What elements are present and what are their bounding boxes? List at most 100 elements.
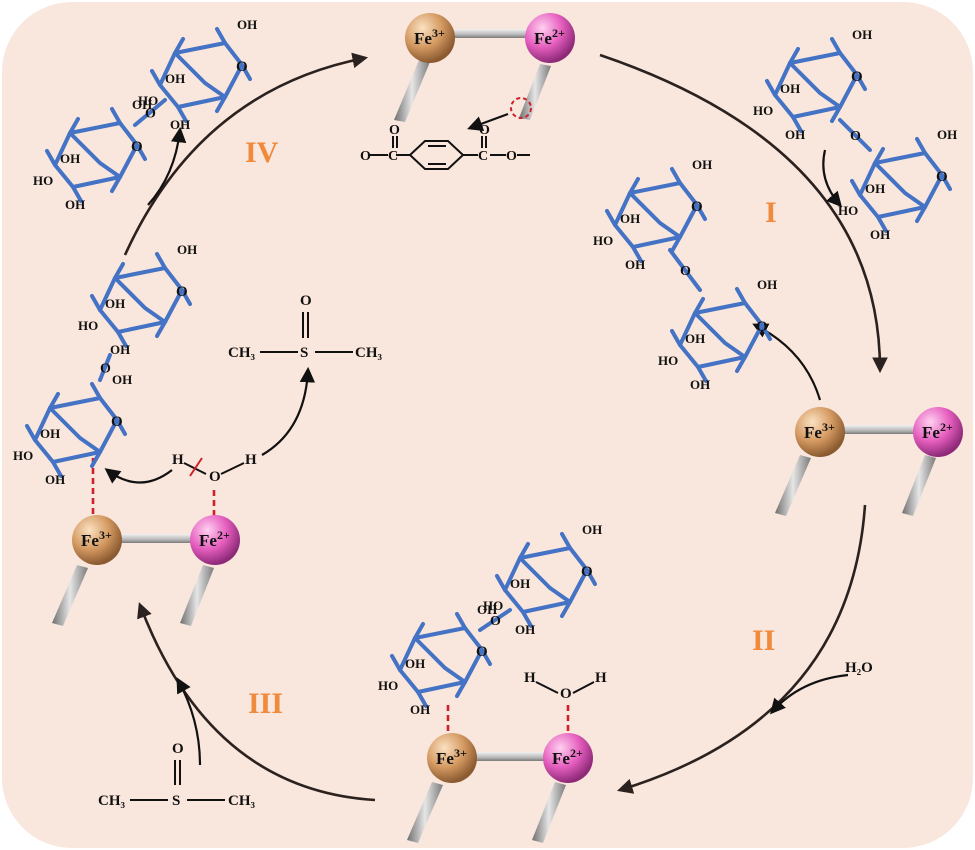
svg-text:OH: OH	[870, 227, 890, 242]
svg-text:S: S	[300, 345, 308, 361]
svg-text:OH: OH	[785, 127, 805, 142]
svg-text:OH: OH	[105, 296, 125, 311]
fe3-sphere-icon	[405, 13, 455, 63]
svg-text:S: S	[172, 793, 180, 809]
svg-text:O: O	[131, 139, 143, 155]
svg-text:O: O	[172, 741, 184, 757]
cleavage-site-marker	[510, 97, 532, 119]
arrow-top-right-sugar	[822, 149, 843, 208]
svg-text:H: H	[524, 670, 536, 686]
svg-text:O: O	[389, 123, 400, 138]
svg-text:Fe3+: Fe3+	[414, 26, 445, 48]
svg-text:OH: OH	[692, 157, 712, 172]
glucose-ring-icon: O HO OH OH OH	[13, 372, 132, 487]
svg-text:CH₃: CH₃	[98, 793, 126, 809]
svg-text:OH: OH	[625, 257, 645, 272]
svg-text:Fe2+: Fe2+	[199, 528, 230, 550]
svg-text:C: C	[478, 149, 488, 164]
svg-text:O: O	[490, 614, 501, 629]
svg-text:O: O	[209, 469, 221, 485]
svg-text:O: O	[936, 169, 948, 185]
svg-text:OH: OH	[780, 81, 800, 96]
svg-text:OH: OH	[60, 151, 80, 166]
svg-text:HO: HO	[13, 448, 33, 463]
svg-text:OH: OH	[477, 602, 497, 617]
svg-text:OH: OH	[132, 97, 152, 112]
svg-text:HO: HO	[138, 93, 158, 108]
water-bound-bottom: H O H	[524, 670, 607, 702]
svg-text:OH: OH	[852, 27, 872, 42]
glucose-ring-icon: O HO OH OH OH	[838, 127, 957, 242]
dmso-reagent: O S CH₃ CH₃	[98, 677, 256, 809]
svg-text:CH₃: CH₃	[355, 345, 383, 361]
svg-text:O: O	[581, 564, 593, 580]
cycle-arrow-bottom	[137, 602, 376, 802]
arrow-top-left-sugar	[147, 126, 187, 206]
svg-text:HO: HO	[378, 678, 398, 693]
svg-text:HO: HO	[483, 598, 503, 613]
svg-text:Fe2+: Fe2+	[552, 746, 583, 768]
fe3-sphere-icon	[72, 515, 122, 565]
svg-text:HO: HO	[78, 318, 98, 333]
water-reagent: H₂O	[769, 660, 873, 715]
cycle-arrow-right-bottom	[617, 504, 867, 794]
svg-text:H₂O: H₂O	[845, 660, 873, 676]
svg-text:HO: HO	[593, 233, 613, 248]
svg-text:O: O	[111, 414, 123, 430]
dmso-product: O S CH₃ CH₃	[228, 293, 383, 361]
svg-text:C: C	[388, 149, 398, 164]
fe-pair-right: Fe3+ Fe2+	[775, 407, 963, 516]
fe2-sphere-icon	[190, 515, 240, 565]
cycle-arrow-right-top	[599, 53, 888, 374]
svg-text:OH: OH	[45, 472, 65, 487]
svg-text:HO: HO	[838, 203, 858, 218]
svg-text:HO: HO	[658, 353, 678, 368]
svg-text:O: O	[506, 149, 517, 164]
fe-pair-top: Fe3+ Fe2+	[394, 13, 575, 131]
svg-text:OH: OH	[40, 426, 60, 441]
svg-text:OH: OH	[112, 372, 132, 387]
terephthalate-linker: O C O C O O	[360, 123, 530, 170]
svg-text:O: O	[680, 264, 691, 279]
water-splitting-left: H O H	[104, 366, 316, 485]
svg-text:OH: OH	[685, 331, 705, 346]
svg-text:O: O	[756, 319, 768, 335]
svg-text:Fe3+: Fe3+	[804, 420, 835, 442]
svg-text:CH₃: CH₃	[228, 345, 256, 361]
svg-text:Fe3+: Fe3+	[81, 528, 112, 550]
fe-pair-left: Fe3+ Fe2+	[52, 458, 240, 626]
svg-text:O: O	[176, 284, 188, 300]
svg-text:OH: OH	[510, 576, 530, 591]
svg-text:O: O	[145, 107, 156, 122]
svg-text:OH: OH	[865, 181, 885, 196]
svg-text:OH: OH	[237, 17, 257, 32]
svg-text:OH: OH	[65, 197, 85, 212]
svg-text:OH: OH	[937, 127, 957, 142]
svg-text:H: H	[172, 452, 184, 468]
svg-text:O: O	[476, 644, 488, 660]
svg-text:O: O	[691, 199, 703, 215]
fe-pair-bottom: Fe3+ Fe2+	[407, 705, 593, 843]
step-label-4: IV	[245, 136, 279, 169]
svg-text:OH: OH	[410, 702, 430, 717]
fe2-sphere-icon	[543, 733, 593, 783]
fe2-sphere-icon	[913, 407, 963, 457]
svg-text:Fe2+: Fe2+	[534, 26, 565, 48]
svg-text:OH: OH	[757, 277, 777, 292]
svg-text:O: O	[100, 362, 111, 377]
svg-text:OH: OH	[515, 622, 535, 637]
step-label-3: III	[248, 687, 283, 720]
svg-text:H: H	[245, 452, 257, 468]
svg-text:HO: HO	[753, 103, 773, 118]
svg-text:Fe3+: Fe3+	[436, 746, 467, 768]
